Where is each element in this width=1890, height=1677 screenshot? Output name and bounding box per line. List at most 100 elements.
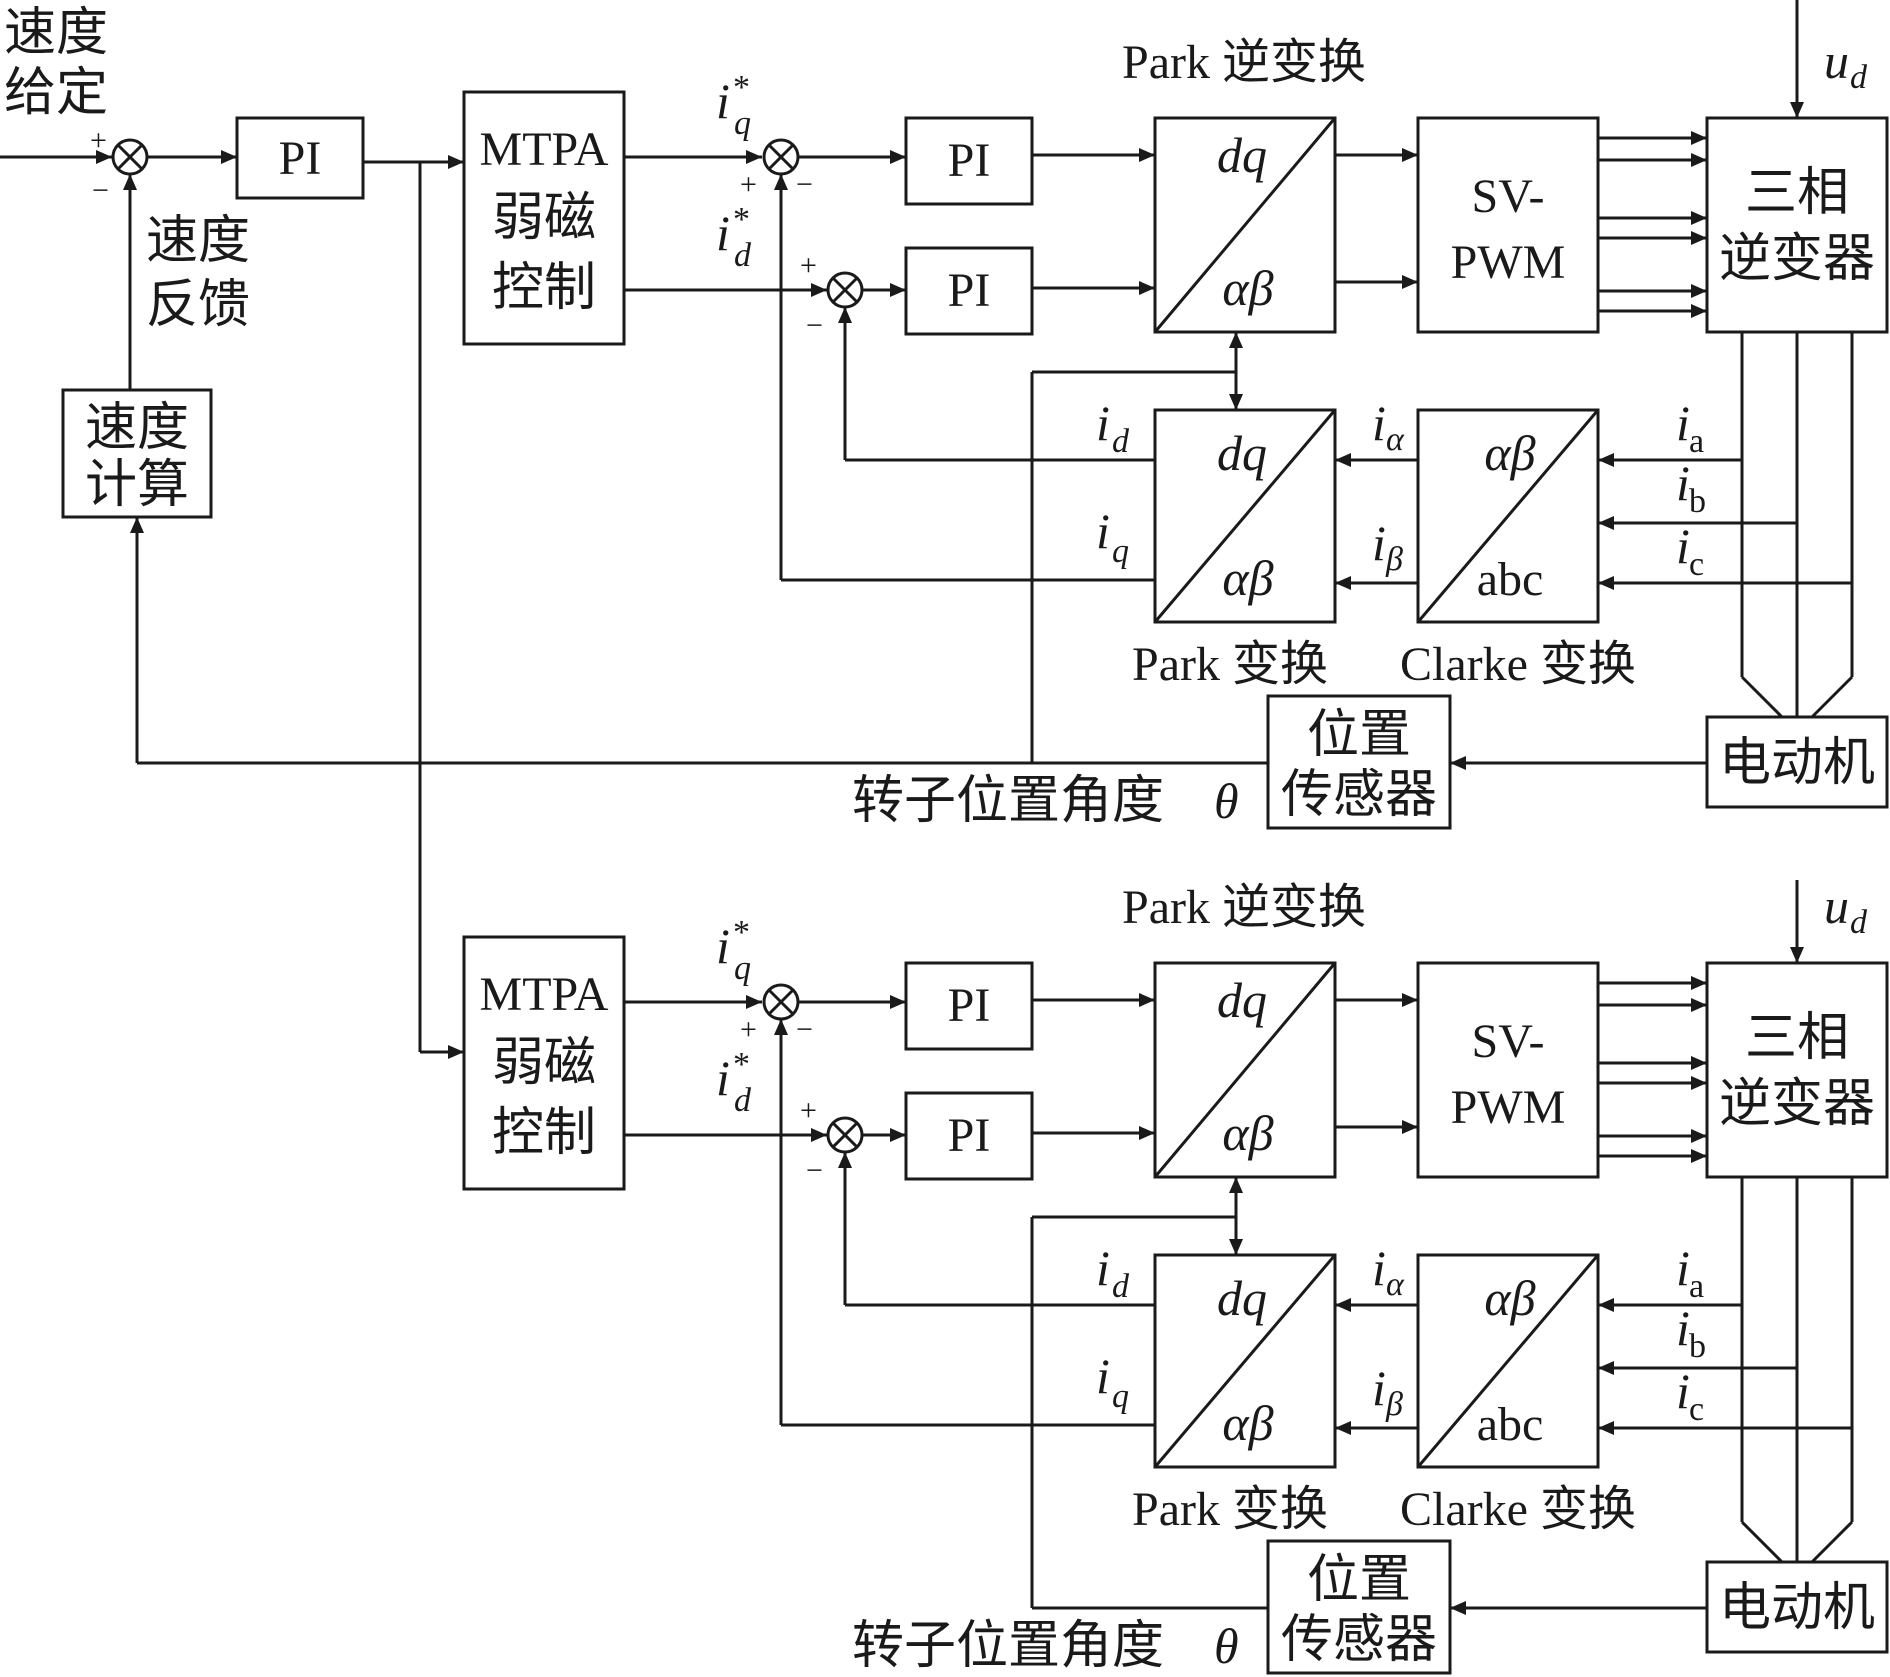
motor-control-unit-1: MTPA 弱磁 控制 i q * + − PI i d * <box>420 0 1889 830</box>
id-reference-sup: * <box>733 1046 750 1083</box>
id-reference-sub: d <box>734 237 752 274</box>
inverter-label: 三相 <box>1745 165 1849 222</box>
ibeta-sub: β <box>1385 541 1403 578</box>
ibeta-sub: β <box>1385 1386 1403 1423</box>
ialpha-label: i <box>1372 395 1386 451</box>
ia-sub: a <box>1689 1268 1704 1305</box>
position-sensor-label: 位置 <box>1307 707 1411 764</box>
speed-reference-label: 速度 <box>4 5 108 62</box>
ib-label: i <box>1676 1300 1690 1356</box>
mtpa-flux-weakening-block <box>462 90 626 346</box>
sign-plus: + <box>740 168 757 201</box>
position-sensor-label-2: 传感器 <box>1281 767 1437 824</box>
position-sensor-block <box>1266 694 1452 830</box>
speed-feedback-label: 速度 <box>146 213 250 270</box>
ialpha-sub: α <box>1386 1266 1405 1303</box>
motor-block <box>1705 1560 1889 1654</box>
iq-reference-label: i <box>716 73 730 129</box>
inverse-park-dq-label: dq <box>1217 127 1267 183</box>
id-reference-sub: d <box>734 1082 752 1119</box>
clarke-abc-label: abc <box>1477 1398 1544 1451</box>
iq-reference-sub: q <box>734 105 751 142</box>
sign-plus: + <box>800 1094 817 1127</box>
arrowhead <box>1790 102 1804 118</box>
arrowhead <box>1229 1239 1243 1255</box>
iq-pi-block <box>904 961 1034 1051</box>
arrowhead <box>774 174 788 190</box>
mtpa-label: MTPA <box>480 968 609 1021</box>
iq-reference-sub: q <box>734 950 751 987</box>
arrowhead <box>1402 148 1418 162</box>
rotor-angle-symbol: θ <box>1214 1618 1239 1674</box>
sign-plus: + <box>90 124 107 157</box>
three-phase-inverter-block <box>1705 116 1889 334</box>
position-sensor-block <box>1266 1539 1452 1675</box>
arrowhead <box>1229 332 1243 348</box>
speed-calculation-label-2: 计算 <box>85 457 189 514</box>
clarke-alphabeta-label: αβ <box>1484 425 1535 481</box>
dc-voltage-label: u <box>1824 878 1849 934</box>
mtpa-label-3: 控制 <box>492 1105 596 1162</box>
speed-calculation-label: 速度 <box>85 400 189 457</box>
park-dq-label: dq <box>1217 425 1267 481</box>
inverse-park-dq-label: dq <box>1217 972 1267 1028</box>
ic-sub: c <box>1689 546 1704 583</box>
arrowhead <box>1229 1177 1243 1193</box>
id-pi-block <box>904 246 1034 336</box>
dc-voltage-sub: d <box>1850 59 1868 96</box>
iq-label: i <box>1096 1348 1110 1404</box>
clarke-caption: Clarke 变换 <box>1400 638 1636 691</box>
inverter-label-2: 逆变器 <box>1719 231 1875 288</box>
svpwm-block <box>1416 961 1600 1179</box>
sign-minus: − <box>92 174 109 207</box>
inverter-label-2: 逆变器 <box>1719 1076 1875 1133</box>
id-summing-junction <box>826 1116 864 1154</box>
dc-voltage-label: u <box>1824 33 1849 89</box>
speed-feedback-label-2: 反馈 <box>146 277 250 334</box>
arrowhead <box>1598 453 1614 467</box>
iq-pi-label: PI <box>948 979 991 1032</box>
arrowhead <box>1598 1361 1614 1375</box>
pwm-signal-lines <box>1598 131 1707 318</box>
id-reference-sup: * <box>733 201 750 238</box>
arrowhead <box>811 1128 827 1142</box>
iq-summing-junction <box>762 138 800 176</box>
iq-reference-label: i <box>716 918 730 974</box>
sign-minus: − <box>796 168 813 201</box>
sign-minus: − <box>806 309 823 342</box>
park-caption: Park 变换 <box>1132 1483 1328 1536</box>
iq-pi-label: PI <box>948 134 991 187</box>
ib-label: i <box>1676 455 1690 511</box>
arrowhead <box>774 1019 788 1035</box>
park-caption: Park 变换 <box>1132 638 1328 691</box>
ib-sub: b <box>1689 1328 1706 1365</box>
inverse-park-caption: Park 逆变换 <box>1122 881 1366 934</box>
svpwm-block <box>1416 116 1600 334</box>
svpwm-label: SV- <box>1472 1015 1545 1068</box>
arrowhead <box>1229 394 1243 410</box>
speed-summing-junction <box>111 138 149 176</box>
arrowhead <box>1402 1120 1418 1134</box>
arrowhead <box>1598 576 1614 590</box>
motor-label: 电动机 <box>1719 735 1875 792</box>
id-pi-label: PI <box>948 264 991 317</box>
rotor-angle-symbol: θ <box>1214 773 1239 829</box>
id-summing-junction <box>826 271 864 309</box>
sign-plus: + <box>800 249 817 282</box>
motor-block <box>1705 715 1889 809</box>
position-sensor-label: 位置 <box>1307 1552 1411 1609</box>
arrowhead <box>1335 1298 1351 1312</box>
arrowhead <box>890 283 906 297</box>
clarke-alphabeta-label: αβ <box>1484 1270 1535 1326</box>
mtpa-label-2: 弱磁 <box>492 1035 596 1092</box>
ib-sub: b <box>1689 483 1706 520</box>
svpwm-label: SV- <box>1472 170 1545 223</box>
three-phase-inverter-block <box>1705 961 1889 1179</box>
sign-minus: − <box>806 1154 823 1187</box>
arrowhead <box>890 150 906 164</box>
ia-sub: a <box>1689 423 1704 460</box>
rotor-angle-label: 转子位置角度 <box>852 1618 1164 1675</box>
motor-label: 电动机 <box>1719 1580 1875 1637</box>
speed-loop: 速度 给定 + − PI 速度 反馈 速度 计算 <box>0 5 1268 1052</box>
